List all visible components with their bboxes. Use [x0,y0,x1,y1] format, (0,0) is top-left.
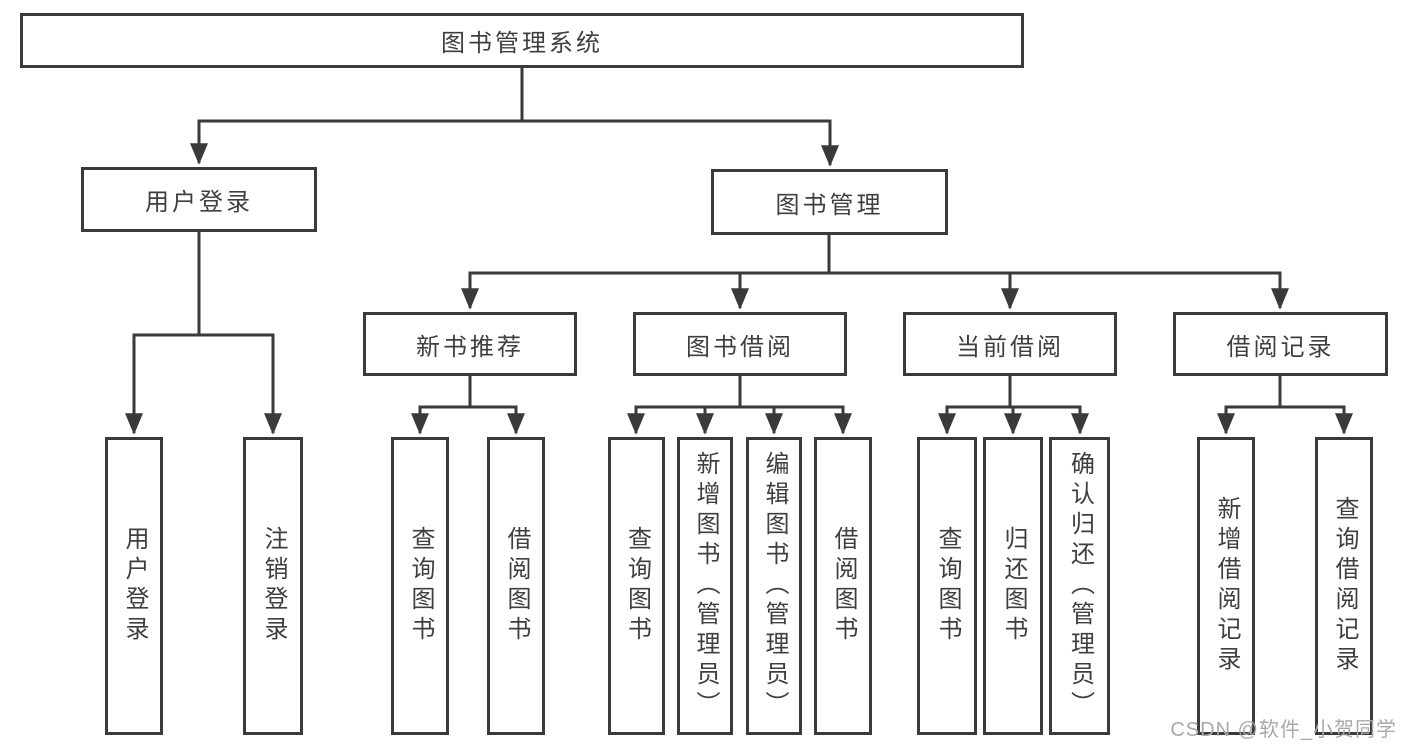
leaf-borrow-book-borrowing-label: 借阅图书 [830,526,857,646]
leaf-edit-book-admin-label: 编辑图书（管理员） [761,451,788,721]
leaf-query-book-recommend-label: 查询图书 [407,526,434,646]
node-borrowing-records-label: 借阅记录 [1226,333,1335,361]
leaf-query-book-current: 查询图书 [917,437,977,735]
node-book-management-label: 图书管理 [775,191,884,219]
node-borrowing-records: 借阅记录 [1173,312,1388,376]
node-new-book-recommendation-label: 新书推荐 [416,333,524,361]
node-book-borrowing: 图书借阅 [633,312,847,376]
leaf-user-login-label: 用户登录 [121,526,148,646]
node-new-book-recommendation: 新书推荐 [363,312,577,376]
leaf-query-borrow-record: 查询借阅记录 [1315,437,1373,735]
leaf-confirm-return-admin-label: 确认归还（管理员） [1066,451,1094,721]
leaf-query-book-borrowing: 查询图书 [608,437,665,735]
node-user-login-label: 用户登录 [145,189,253,216]
node-current-borrowing: 当前借阅 [903,312,1117,376]
leaf-logout: 注销登录 [243,437,303,735]
leaf-confirm-return-admin: 确认归还（管理员） [1049,437,1110,735]
leaf-user-login: 用户登录 [105,437,163,735]
leaf-query-borrow-record-label: 查询借阅记录 [1331,496,1358,676]
leaf-borrow-book-recommend-label: 借阅图书 [503,526,530,646]
leaf-add-book-admin: 新增图书（管理员） [677,437,733,735]
leaf-return-book-label: 归还图书 [1000,526,1027,646]
node-current-borrowing-label: 当前借阅 [956,333,1064,361]
node-library-system: 图书管理系统 [20,13,1024,68]
leaf-query-book-borrowing-label: 查询图书 [623,526,651,646]
leaf-add-borrow-record-label: 新增借阅记录 [1213,496,1240,676]
leaf-add-borrow-record: 新增借阅记录 [1197,437,1255,735]
leaf-return-book: 归还图书 [983,437,1043,735]
leaf-borrow-book-borrowing: 借阅图书 [814,437,872,735]
watermark: CSDN @软件_小贺同学 [1170,719,1397,741]
node-book-management: 图书管理 [711,169,948,235]
node-book-borrowing-label: 图书借阅 [686,333,794,361]
leaf-edit-book-admin: 编辑图书（管理员） [746,437,802,735]
node-library-system-label: 图书管理系统 [441,30,603,57]
leaf-query-book-recommend: 查询图书 [391,437,449,735]
leaf-borrow-book-recommend: 借阅图书 [487,437,545,735]
leaf-query-book-current-label: 查询图书 [934,526,961,646]
leaf-add-book-admin-label: 新增图书（管理员） [692,451,719,721]
node-user-login: 用户登录 [81,167,317,232]
leaf-logout-label: 注销登录 [260,526,287,646]
